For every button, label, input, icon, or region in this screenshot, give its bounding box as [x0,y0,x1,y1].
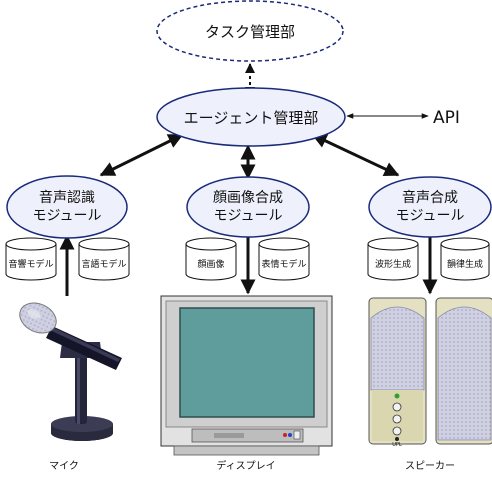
speaker-left-illustration: UPL [368,297,427,448]
task-manager-node: タスク管理部 [156,0,344,62]
display-illustration [160,295,333,456]
api-label: API [433,108,460,128]
expression-model-label: 表情モデル [261,258,306,270]
speaker-right-illustration [435,297,492,445]
speech-synthesis-label-line1: 音声合成 [402,189,458,206]
expression-model-db: 表情モデル [258,237,310,281]
speaker-panel-label: UPL [392,442,402,448]
language-model-db: 言語モデル [78,237,130,281]
agent-speech-synthesis-connector [311,133,400,177]
speech-synthesis-node: 音声合成 モジュール [368,176,492,238]
microphone-illustration [19,302,122,441]
prosody-generation-label: 韻律生成 [447,258,483,270]
acoustic-model-db: 音響モデル [5,237,57,281]
acoustic-model-label: 音響モデル [8,258,53,270]
face-synthesis-label-line1: 顔画像合成 [213,190,283,206]
prosody-generation-db: 韻律生成 [440,237,490,281]
waveform-generation-label: 波形生成 [375,258,411,270]
microphone-label: マイク [49,460,79,472]
speech-synthesis-label-line2: モジュール [395,208,464,224]
speech-recognition-node: 音声認識 モジュール [6,175,128,239]
speech-recognition-label-line2: モジュール [32,208,101,224]
face-image-label: 顔画像 [197,258,224,270]
face-synthesis-label-line2: モジュール [213,208,282,224]
face-synthesis-node: 顔画像合成 モジュール [186,176,310,238]
face-image-db: 顔画像 [185,237,237,281]
speech-recognition-label-line1: 音声認識 [39,189,95,206]
task-manager-label: タスク管理部 [205,23,295,41]
display-label: ディスプレイ [216,459,275,472]
agent-speech-recognition-connector [99,133,184,177]
agent-manager-node: エージェント管理部 [156,87,346,147]
language-model-label: 言語モデル [81,258,126,270]
agent-manager-label: エージェント管理部 [184,109,319,127]
speaker-label: スピーカー [405,460,455,472]
waveform-generation-db: 波形生成 [367,237,419,281]
